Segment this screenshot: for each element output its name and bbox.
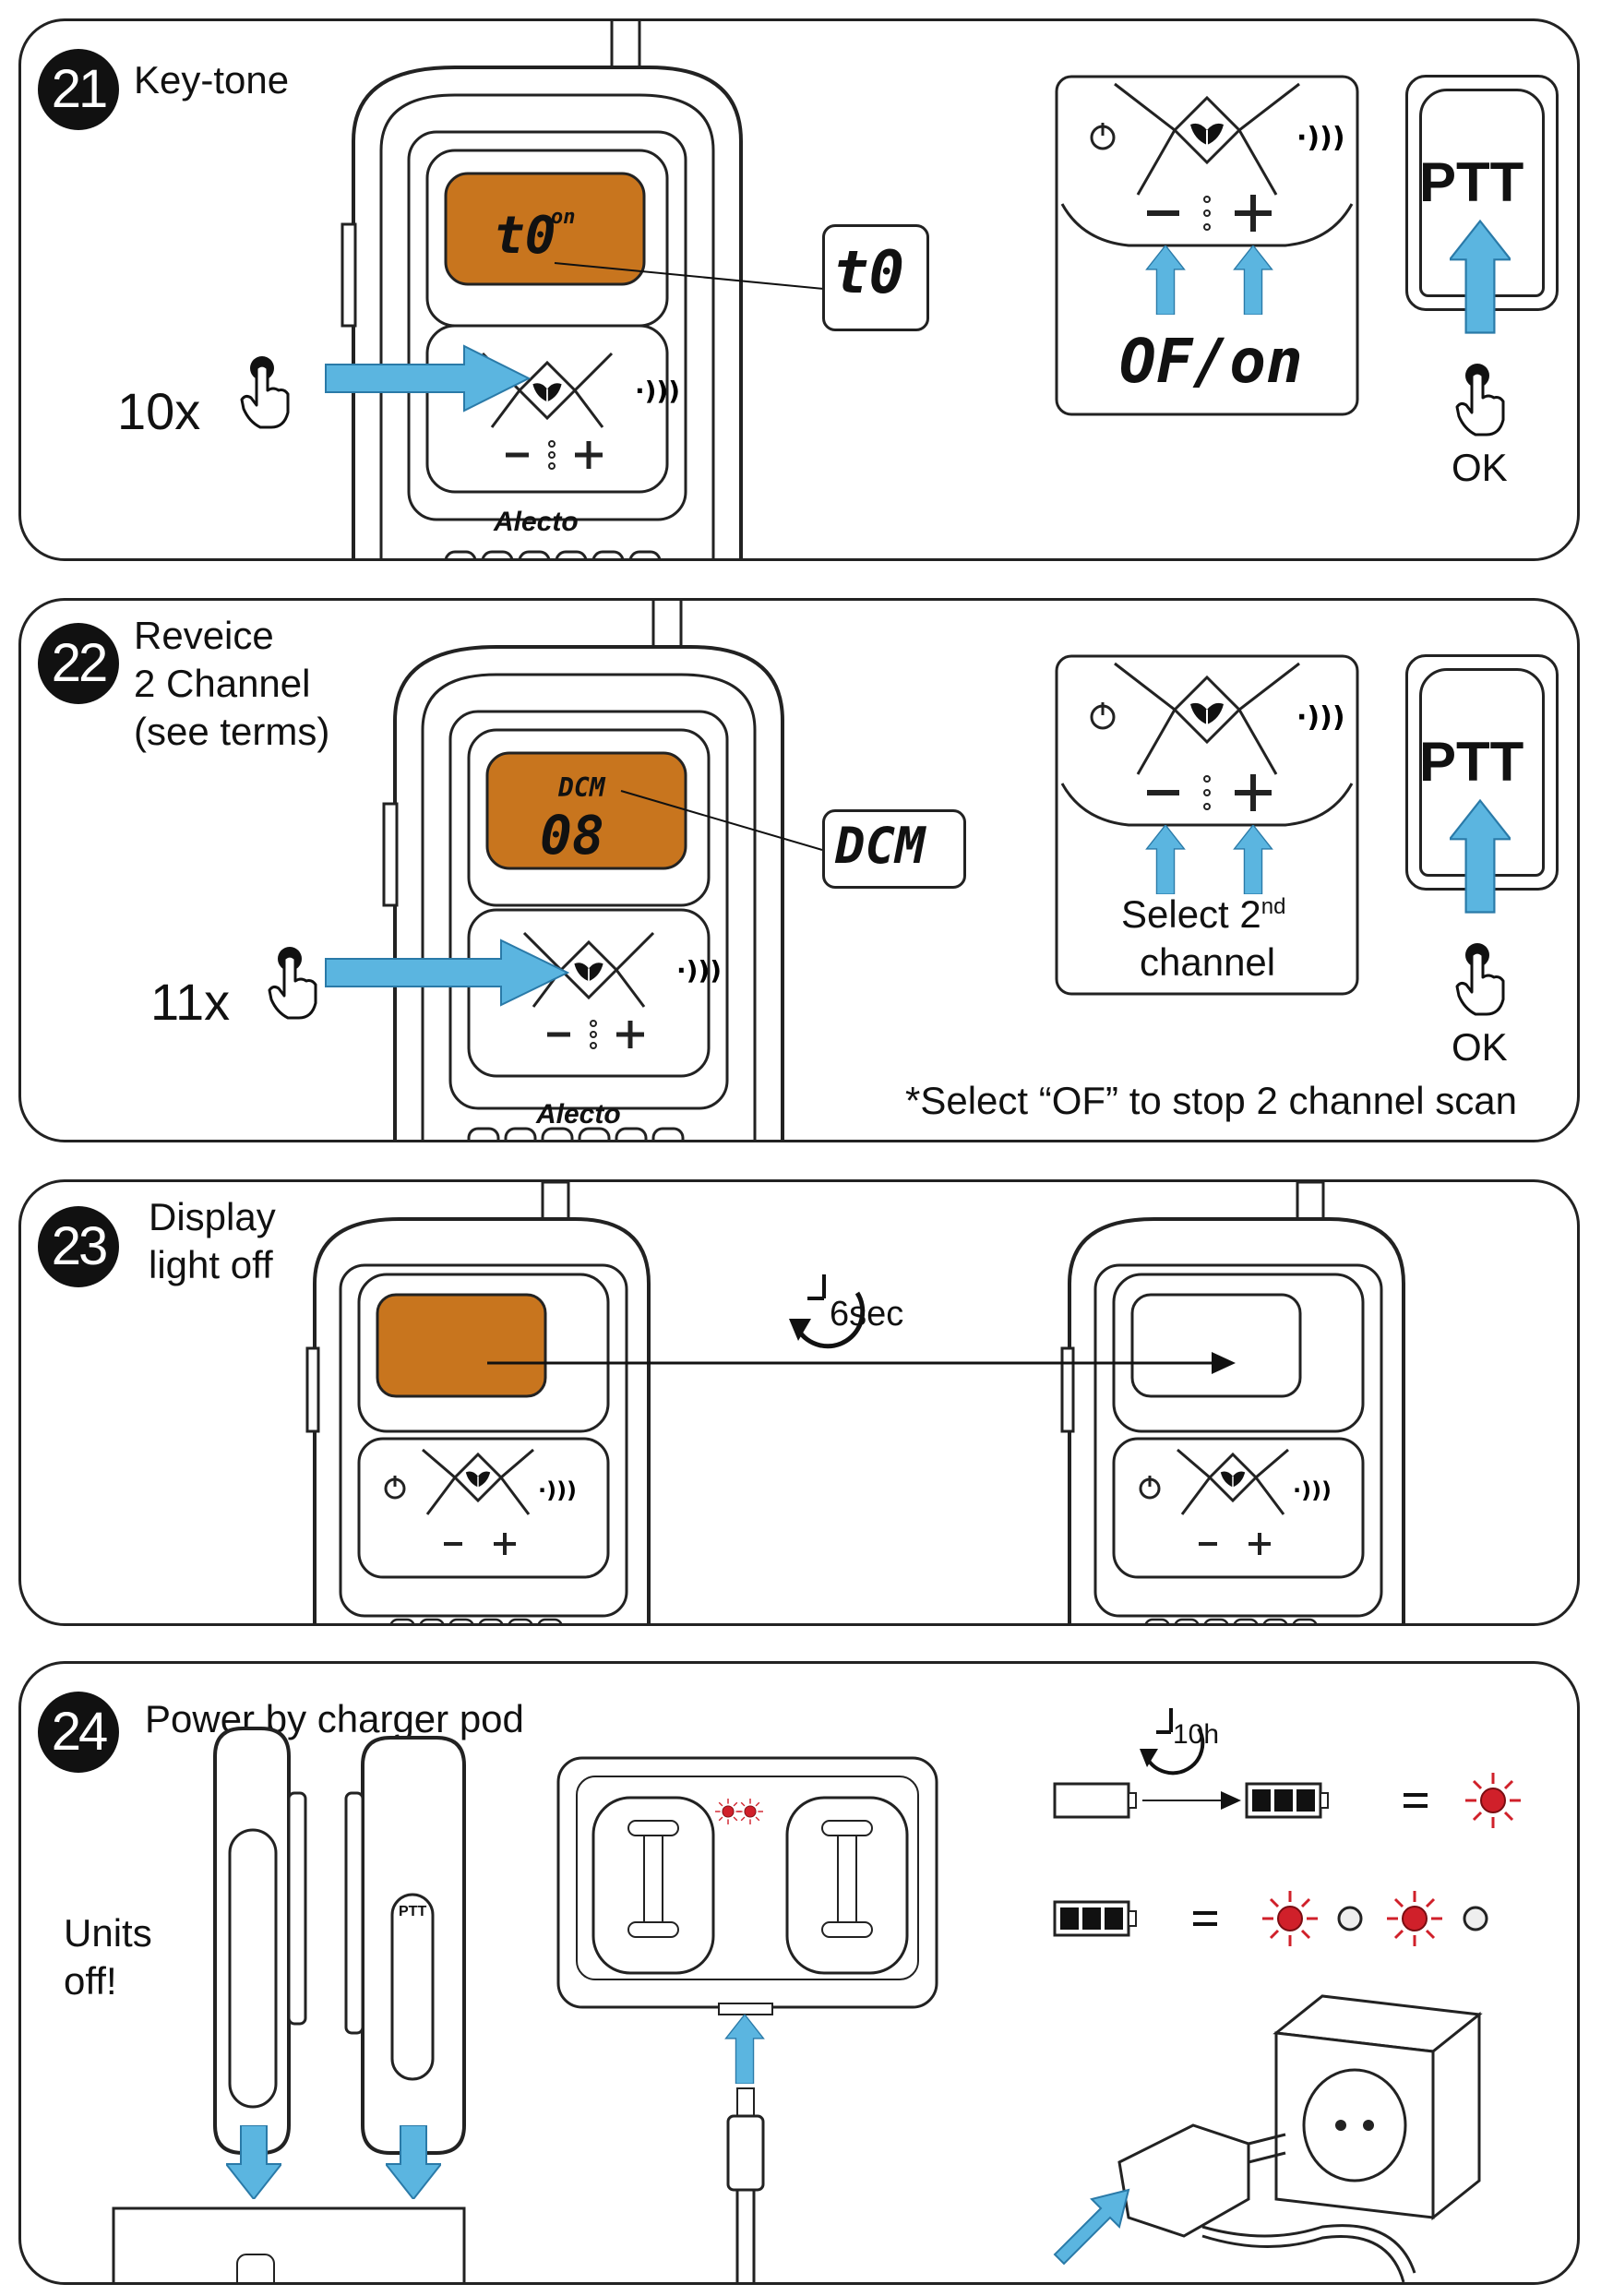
radio-illustration-left: ·))) [305,1182,651,1623]
arrow-up-icon [1450,220,1511,334]
handset-ptt-label: PTT [399,1904,427,1919]
step-24-panel: 24 Power by charger pod Units off! PTT [18,1661,1580,2285]
callout-label: t0 [833,239,905,307]
callout-box [822,224,929,331]
svg-text:·))): ·))) [635,376,680,406]
keypad-detail: ·))) [1055,75,1359,416]
brand-logo: Alecto [494,507,579,537]
radio-illustration: ·))) [382,601,784,1140]
battery-legend [1053,1708,1521,1946]
brand-logo: Alecto [536,1099,621,1130]
arrow-up-icon [1450,799,1511,914]
step-title: Reveice 2 Channel (see terms) [134,614,330,753]
step-number-badge: 22 [38,623,119,704]
step-title: Key-tone [134,58,290,102]
svg-text:·))): ·))) [538,1477,577,1503]
hand-icon [268,946,317,1020]
hand-icon [240,355,290,429]
svg-text:·))): ·))) [1296,701,1345,734]
lcd-readout: 08 [540,804,604,867]
keypad-value-line2: channel [1140,940,1276,984]
lcd-readout-sup: on [551,206,576,229]
keypad-value-line1: Select 2nd [1121,892,1285,937]
lcd-readout: t0 [494,206,556,266]
callout-line [620,790,823,851]
ptt-label: PTT [1419,731,1524,793]
keypad-value-text: Select 2 [1121,892,1261,936]
step-22-panel: 22 Reveice 2 Channel (see terms) ·))) DC… [18,598,1580,1142]
hand-icon [1455,363,1505,436]
ok-label: OK [1452,1025,1508,1069]
press-count: 10x [117,382,201,440]
radio-illustration-right: ·))) [1060,1182,1405,1623]
keypad-value-sup: nd [1261,894,1286,919]
press-count: 11x [150,973,231,1031]
lcd-top-label: DCM [558,772,605,803]
charger-pod [556,1756,938,2282]
timer-label: 6sec [830,1295,904,1333]
arrow-right-icon [325,939,570,1007]
callout-box [822,809,966,889]
callout-label: DCM [835,817,926,875]
step-21-panel: 21 Key-tone ·))) t0 on Alecto t0 10x [18,18,1580,561]
ok-label: OK [1452,446,1508,489]
svg-text:·))): ·))) [676,955,722,986]
footnote: *Select “OF” to stop 2 channel scan [905,1079,1517,1122]
step-number-badge: 23 [38,1206,119,1287]
units-off-label: Units off! [64,1911,152,2003]
step-number-badge: 24 [38,1692,119,1773]
transition-arrow [487,1274,1236,1374]
svg-text:·))): ·))) [1296,122,1345,154]
arrow-right-icon [325,344,532,413]
keypad-detail: ·))) [1055,654,1359,996]
timer-label: 10h [1173,1719,1220,1750]
radio-illustration: ·))) [341,21,743,558]
step-number-badge: 21 [38,49,119,130]
svg-text:·))): ·))) [1293,1477,1332,1503]
step-title: Display light off [149,1195,276,1286]
handsets-and-base [112,1727,466,2282]
wall-socket-adapter [1053,1994,1483,2282]
hand-icon [1455,942,1505,1016]
keypad-value: OF/on [1119,326,1303,397]
callout-line [554,262,825,290]
step-23-panel: 23 Display light off ·))) [18,1179,1580,1626]
ptt-label: PTT [1419,151,1524,213]
